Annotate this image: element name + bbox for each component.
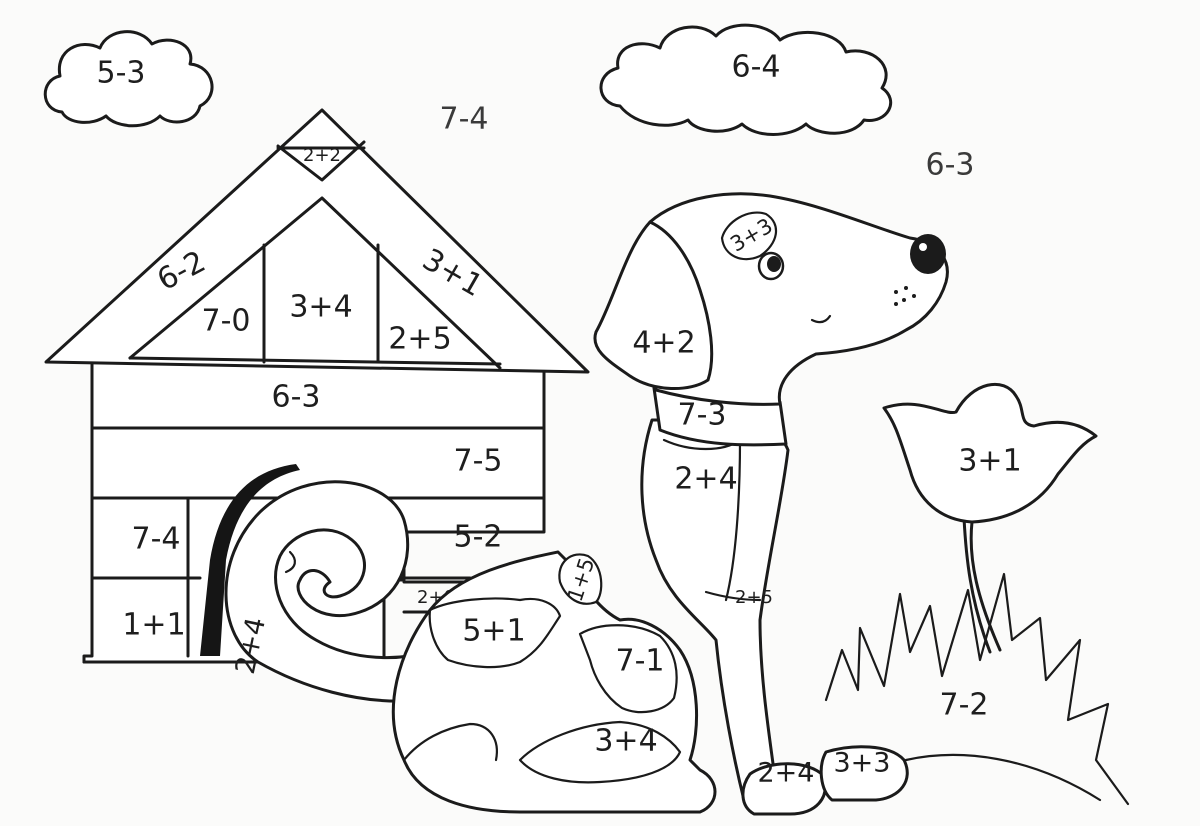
grass: 7-2 [824,572,1130,806]
gable-right-label: 2+5 [388,322,451,357]
sky-label-top-middle: 7-4 [440,102,489,137]
cloud-left: 5-3 [43,30,214,128]
plank-3-left-label: 7-4 [132,522,181,557]
plank-3-right-label: 5-2 [454,520,503,555]
plank-4-left-label: 1+1 [122,608,185,643]
chest-label: 2+4 [674,462,737,497]
flower-label: 3+1 [958,444,1021,479]
ear-label: 4+2 [632,326,695,361]
cloud-left-label: 5-3 [97,56,146,91]
roof-peak-label: 2+2 [303,145,341,166]
thigh-label: 7-1 [616,644,665,679]
body-label: 5+1 [462,614,525,649]
dog: 3+3 4+2 7-3 2+4 2+5 1+5 5+1 7-1 3+4 2+4 … [391,192,949,816]
flower: 3+1 [882,382,1098,654]
front-paw-right-label: 3+3 [834,748,891,779]
cloud-right-label: 6-4 [732,50,781,85]
plank-1-label: 6-3 [272,380,321,415]
front-paw-left-label: 2+4 [758,758,815,789]
front-leg-label: 2+5 [735,587,773,608]
dog-tail: 2+4 [224,480,432,703]
sky-label-top-right: 6-3 [926,148,975,183]
grass-label: 7-2 [940,688,989,723]
hind-paw-label: 3+4 [594,724,657,759]
cloud-right: 6-4 [599,23,893,136]
collar-label: 7-3 [678,398,727,433]
gable-middle-label: 3+4 [289,290,352,325]
plank-2-label: 7-5 [454,444,503,479]
gable-left-label: 7-0 [202,304,251,339]
